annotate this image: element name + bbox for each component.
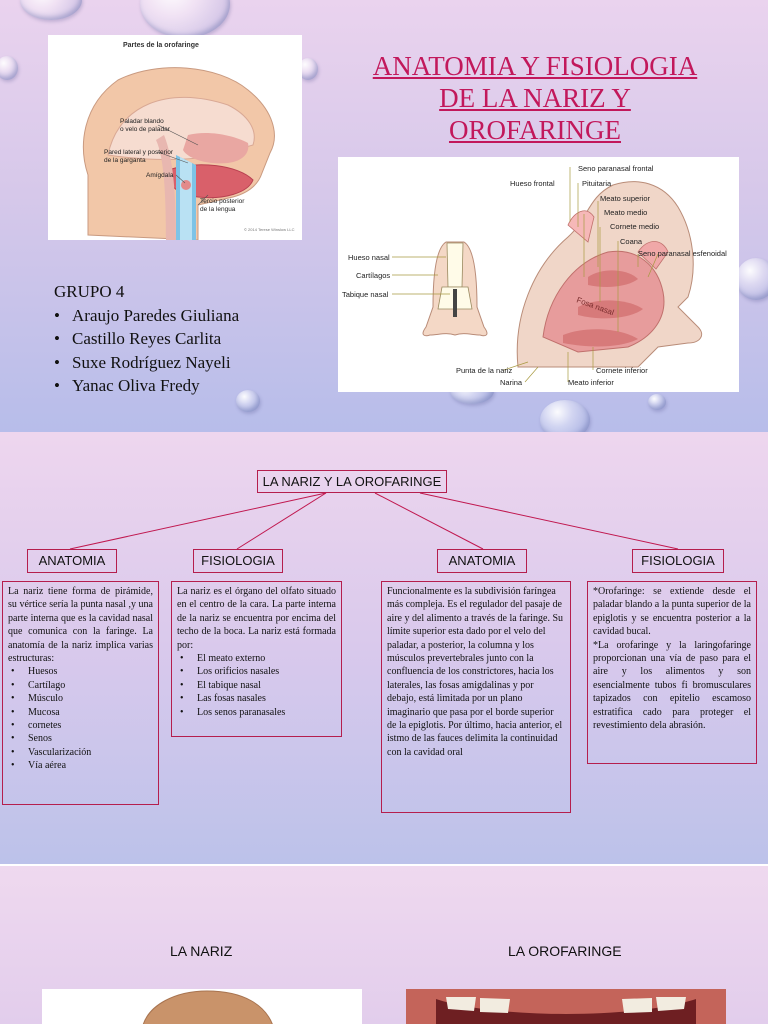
label-meato-inferior: Meato inferior	[568, 378, 614, 387]
figure-copyright: © 2014 Terese Winslow LLC	[244, 227, 295, 232]
title-line-3: OROFARINGE	[448, 115, 621, 145]
list-item: cornetes	[8, 719, 153, 733]
anatomia-nariz-text: La nariz tiene forma de pirámide, su vér…	[8, 586, 153, 665]
label-tabique-nasal: Tabique nasal	[342, 290, 389, 299]
water-drop	[236, 390, 260, 412]
label-pituitaria: Pituitaria	[582, 179, 612, 188]
water-drop	[20, 0, 82, 20]
label-hueso-nasal: Hueso nasal	[348, 253, 390, 262]
slide-mindmap: LA NARIZ Y LA OROFARINGE ANATOMIA FISIOL…	[0, 432, 768, 864]
label-seno-esfenoidal: Seno paranasal esfenoidal	[638, 249, 727, 258]
anatomia-nariz-list: Huesos Cartílago Músculo Mucosa cornetes…	[8, 665, 153, 773]
label-cartilagos: Cartílagos	[356, 271, 391, 280]
heading-fisiologia-nariz: FISIOLOGIA	[193, 549, 283, 573]
root-topic: LA NARIZ Y LA OROFARINGE	[257, 470, 447, 493]
label-paladar-blando: Paladar blando	[120, 118, 164, 125]
heading-anatomia-nariz: ANATOMIA	[27, 549, 117, 573]
label-cornete-medio: Cornete medio	[610, 222, 660, 231]
label-meato-superior: Meato superior	[600, 194, 651, 203]
list-item: Mucosa	[8, 706, 153, 720]
label-meato-medio: Meato medio	[604, 208, 648, 217]
heading-anatomia-orofaringe: ANATOMIA	[437, 549, 527, 573]
page-title: ANATOMIA Y FISIOLOGIA DE LA NARIZ Y OROF…	[345, 50, 725, 146]
mouth-photo	[406, 989, 726, 1024]
fisiologia-orofaringe-p1: *Orofaringe: se extiende desde el palada…	[593, 586, 751, 638]
label-seno-frontal: Seno paranasal frontal	[578, 164, 654, 173]
label-hueso-frontal: Hueso frontal	[510, 179, 555, 188]
content-fisiologia-orofaringe: *Orofaringe: se extiende desde el palada…	[587, 581, 757, 764]
water-drop	[140, 0, 230, 38]
section-title-orofaringe: LA OROFARINGE	[508, 943, 622, 959]
group-heading: GRUPO 4	[54, 282, 125, 301]
list-item: Huesos	[8, 665, 153, 679]
mouth-illustration	[406, 989, 726, 1024]
mindmap-connectors	[69, 492, 679, 550]
oropharynx-illustration	[82, 67, 275, 240]
member-list: Araujo Paredes Giuliana Castillo Reyes C…	[54, 304, 239, 398]
label-tercio-posterior: Tercio posterior	[200, 198, 245, 205]
nose-illustration	[143, 990, 273, 1024]
list-item: Músculo	[8, 692, 153, 706]
list-item: El tabique nasal	[177, 679, 336, 693]
slide-images: LA NARIZ LA OROFARINGE	[0, 866, 768, 1024]
group-members: GRUPO 4 Araujo Paredes Giuliana Castillo…	[54, 280, 239, 398]
water-drop	[0, 56, 18, 80]
nose-anatomy-illustration: Fosa nasal	[392, 167, 703, 383]
content-anatomia-orofaringe: Funcionalmente es la subdivisión farínge…	[381, 581, 571, 813]
title-line-1: ANATOMIA Y FISIOLOGIA	[372, 51, 698, 81]
list-item: Los orificios nasales	[177, 665, 336, 679]
water-drop	[540, 400, 590, 432]
list-item: Las fosas nasales	[177, 692, 336, 706]
label-velo-paladar: o velo de paladar	[120, 126, 170, 133]
fisiologia-nariz-text: La nariz es el órgano del olfato situado…	[177, 586, 336, 651]
label-cornete-inferior: Cornete inferior	[596, 366, 648, 375]
anatomia-orofaringe-text: Funcionalmente es la subdivisión farínge…	[387, 586, 564, 758]
title-line-2: DE LA NARIZ Y	[439, 83, 631, 113]
water-drop	[298, 58, 318, 80]
heading-fisiologia-orofaringe: FISIOLOGIA	[632, 549, 724, 573]
content-fisiologia-nariz: La nariz es el órgano del olfato situado…	[171, 581, 342, 737]
list-item: Senos	[8, 732, 153, 746]
water-drop	[648, 394, 666, 410]
label-lengua: de la lengua	[200, 206, 236, 213]
nose-anatomy-figure: Fosa nasal Seno paranasal frontal	[338, 157, 739, 392]
oropharynx-figure-title: Partes de la orofaringe	[123, 42, 199, 49]
oropharynx-figure: Partes de la orofaringe Paladar blando o…	[48, 35, 302, 240]
section-title-nariz: LA NARIZ	[170, 943, 233, 959]
water-drop	[736, 258, 768, 300]
label-coana: Coana	[620, 237, 643, 246]
fisiologia-orofaringe-p2: *La orofaringe y la laringofaringe propo…	[593, 639, 751, 732]
label-garganta: de la garganta	[104, 157, 146, 164]
member-item: Suxe Rodríguez Nayeli	[54, 351, 239, 375]
nose-photo	[42, 989, 362, 1024]
slide-divider	[0, 864, 768, 866]
label-narina: Narina	[500, 378, 523, 387]
label-punta-nariz: Punta de la nariz	[456, 366, 513, 375]
member-item: Araujo Paredes Giuliana	[54, 304, 239, 328]
list-item: Vascularización	[8, 746, 153, 760]
label-amigdala: Amígdala	[146, 172, 174, 179]
fisiologia-nariz-list: El meato externo Los orificios nasales E…	[177, 652, 336, 719]
list-item: Cartílago	[8, 679, 153, 693]
label-pared-lateral: Pared lateral y posterior	[104, 149, 174, 156]
member-item: Yanac Oliva Fredy	[54, 374, 239, 398]
member-item: Castillo Reyes Carlita	[54, 327, 239, 351]
list-item: Los senos paranasales	[177, 706, 336, 720]
slide-title: Partes de la orofaringe Paladar blando o…	[0, 0, 768, 432]
content-anatomia-nariz: La nariz tiene forma de pirámide, su vér…	[2, 581, 159, 805]
list-item: Vía aérea	[8, 759, 153, 773]
list-item: El meato externo	[177, 652, 336, 666]
